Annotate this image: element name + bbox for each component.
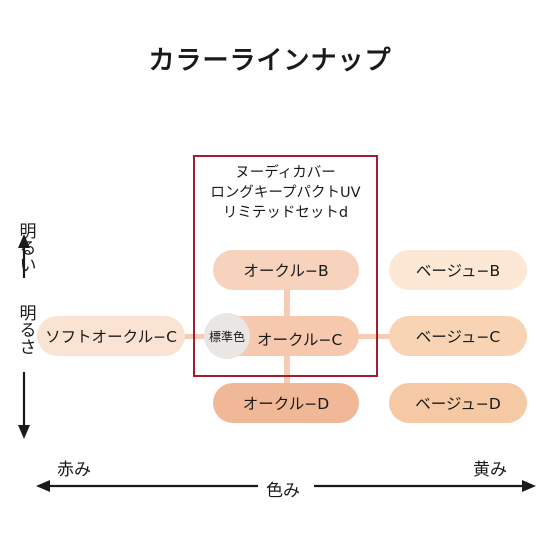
shade-beige-c: ベージュ−C — [389, 316, 527, 356]
product-name: ヌーディカバー ロングキープパクトUV リミテッドセットd — [193, 163, 378, 223]
shade-beige-b-label: ベージュ−B — [415, 262, 501, 280]
axis-label-yellowish: 黄み — [473, 460, 507, 480]
axis-label-bright-text: 明るい — [15, 222, 36, 273]
product-name-line-3: リミテッドセットd — [222, 205, 349, 221]
product-name-line-1: ヌーディカバー — [235, 165, 336, 181]
shade-beige-d: ベージュ−D — [389, 383, 527, 423]
vertical-axis-arrow — [18, 234, 30, 439]
shade-ochre-b: オークル−B — [213, 250, 359, 290]
shade-soft-ochre-c: ソフトオークル−C — [37, 316, 185, 356]
axis-label-bright: 明るい — [14, 222, 36, 278]
shade-ochre-d-label: オークル−D — [242, 395, 330, 413]
product-highlight-frame — [193, 155, 378, 377]
connector-left — [184, 334, 210, 339]
shade-soft-ochre-c-label: ソフトオークル−C — [45, 328, 177, 346]
standard-color-badge-label: 標準色 — [208, 329, 245, 344]
axis-label-hue: 色み — [266, 481, 300, 501]
axis-label-brightness: 明るさ — [14, 304, 36, 360]
horizontal-axis-arrow — [36, 480, 536, 492]
shade-ochre-d: オークル−D — [213, 383, 359, 423]
shade-beige-c-label: ベージュ−C — [415, 328, 501, 346]
shade-ochre-c-label: オークル−C — [257, 331, 343, 349]
axis-label-reddish: 赤み — [57, 460, 91, 480]
page-title: カラーラインナップ — [148, 46, 392, 76]
shade-beige-d-label: ベージュ−D — [415, 395, 501, 413]
product-name-line-2: ロングキープパクトUV — [210, 185, 361, 201]
shade-beige-b: ベージュ−B — [389, 250, 527, 290]
connector-right — [358, 334, 390, 339]
standard-color-badge: 標準色 — [204, 313, 250, 359]
axis-label-brightness-text: 明るさ — [15, 304, 36, 355]
shade-ochre-b-label: オークル−B — [243, 262, 329, 280]
